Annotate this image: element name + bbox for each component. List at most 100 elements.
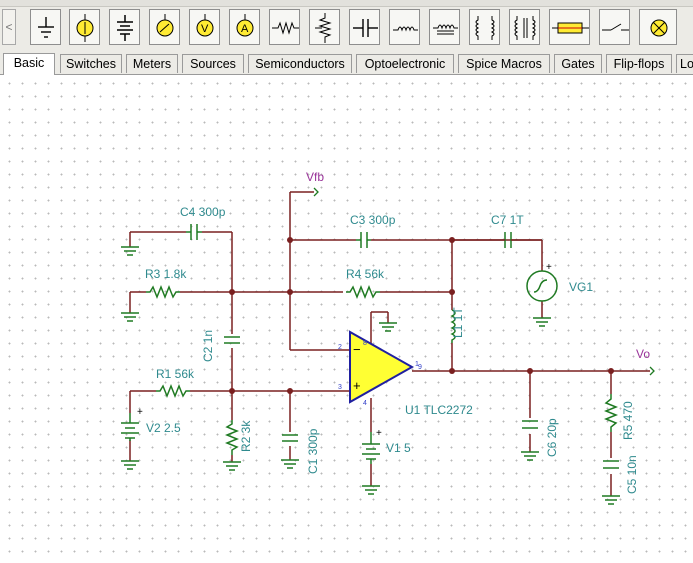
svg-text:+: + (376, 428, 382, 439)
potentiometer-icon (315, 13, 332, 43)
ground-symbol (602, 495, 620, 505)
junction-dots (229, 237, 614, 394)
ground-symbol (281, 459, 299, 469)
signal-generator-vg1[interactable] (526, 270, 558, 302)
svg-text:V: V (201, 23, 209, 35)
capacitor-c1[interactable] (282, 434, 298, 442)
capacitor-c2[interactable] (224, 336, 240, 344)
label-c1: C1 300p (306, 428, 320, 474)
label-r4: R4 56k (346, 267, 385, 281)
battery-v1[interactable] (362, 432, 380, 464)
label-c2: C2 1n (201, 330, 215, 362)
label-r1: R1 56k (156, 367, 195, 381)
toolbar-core-inductor-button[interactable] (429, 9, 460, 45)
toolbar-inductor-button[interactable] (389, 9, 420, 45)
tab-flip-flops[interactable]: Flip-flops (606, 54, 672, 73)
voltmeter-icon (156, 14, 174, 37)
ground-symbol (223, 461, 241, 471)
pin-label: 8 (363, 340, 367, 347)
schematic-drawing: − + + + + 2 3 1 8 4 9 Vfb Vo C4 300p C3 … (121, 170, 655, 505)
label-v2: V2 2.5 (146, 421, 181, 435)
svg-text:+: + (546, 262, 552, 273)
bulb-icon (650, 19, 668, 37)
toolbar-scroll-left-button[interactable]: < (2, 9, 16, 45)
toolbar-resistor-button[interactable] (269, 9, 300, 45)
opamp-u1[interactable]: − + (349, 330, 415, 404)
label-c7: C7 1T (491, 213, 524, 227)
battery-icon (117, 15, 133, 41)
toolbar-ground-button[interactable] (30, 9, 61, 45)
component-tabs: Basic Switches Meters Sources Semiconduc… (0, 52, 693, 75)
label-r2: R2 3k (239, 420, 253, 452)
net-label-vfb: Vfb (306, 170, 324, 184)
resistor-r5[interactable] (603, 394, 619, 432)
toolbar-battery-button[interactable] (109, 9, 140, 45)
resistor-r4[interactable] (346, 284, 380, 300)
resistor-r2[interactable] (224, 420, 240, 455)
toolbar-fuse-button[interactable] (549, 9, 590, 45)
toolbar-voltmeter-button[interactable] (149, 9, 180, 45)
tab-meters[interactable]: Meters (126, 54, 178, 73)
svg-text:+: + (137, 407, 143, 418)
label-c5: C5 10n (625, 455, 639, 494)
toolbar-top-strip (0, 0, 693, 7)
inductor-l1[interactable] (450, 309, 456, 343)
label-c6: C6 20p (545, 418, 559, 457)
ground-symbol (533, 317, 551, 327)
ground-icon (38, 17, 54, 38)
ground-symbol (379, 322, 397, 332)
components (121, 224, 620, 505)
tab-optoelectronic[interactable]: Optoelectronic (356, 54, 454, 73)
toolbar-switch-button[interactable] (599, 9, 630, 45)
capacitor-c3[interactable] (356, 232, 371, 248)
voltmeter-v-icon: V (196, 14, 214, 37)
tab-gates[interactable]: Gates (554, 54, 602, 73)
resistor-icon (272, 21, 299, 35)
toolbar-ammeter-button[interactable]: A (229, 9, 260, 45)
svg-text:A: A (241, 23, 249, 35)
ground-symbol (121, 460, 139, 470)
fuse-icon (552, 22, 589, 34)
label-l1: L1 1T (451, 307, 465, 338)
tab-switches[interactable]: Switches (60, 54, 122, 73)
core-inductor-icon (433, 24, 458, 35)
ground-symbol (362, 485, 380, 495)
switch-icon (602, 23, 629, 31)
label-r3: R3 1.8k (145, 267, 187, 281)
ground-symbol (521, 451, 539, 461)
toolbar-transformer-button[interactable] (469, 9, 500, 45)
iron-transformer-icon (514, 16, 536, 40)
label-vg1: VG1 (569, 280, 593, 294)
lamp-icon (76, 14, 94, 42)
battery-v2[interactable] (121, 413, 139, 441)
toolbar-capacitor-button[interactable] (349, 9, 380, 45)
label-r5: R5 470 (621, 401, 635, 440)
resistor-r1[interactable] (156, 383, 190, 399)
ground-symbol (121, 246, 139, 256)
capacitor-c4[interactable] (186, 224, 202, 240)
transformer-icon (475, 16, 495, 40)
pin-label: 1 (415, 361, 419, 368)
resistor-r3[interactable] (146, 284, 180, 300)
toolbar-voltmeter-v-button[interactable]: V (189, 9, 220, 45)
ammeter-icon: A (236, 14, 254, 37)
tab-spice-macros[interactable]: Spice Macros (458, 54, 550, 73)
tab-sources[interactable]: Sources (182, 54, 244, 73)
tab-semiconductors[interactable]: Semiconductors (248, 54, 352, 73)
svg-text:−: − (353, 342, 361, 357)
pin-label: 3 (338, 384, 342, 391)
capacitor-c6[interactable] (522, 420, 538, 429)
capacitor-c5[interactable] (603, 460, 619, 469)
net-label-vo: Vo (636, 347, 650, 361)
schematic-canvas[interactable]: − + + + + 2 3 1 8 4 9 Vfb Vo C4 300p C3 … (0, 75, 693, 563)
tab-basic[interactable]: Basic (3, 53, 55, 75)
component-toolbar: < V A (0, 0, 693, 52)
pin-label: 4 (363, 400, 367, 407)
toolbar-potentiometer-button[interactable] (309, 9, 340, 45)
pin-label: 2 (338, 344, 342, 351)
toolbar-lamp-button[interactable] (69, 9, 100, 45)
label-c4: C4 300p (180, 205, 226, 219)
toolbar-bulb-button[interactable] (639, 9, 677, 45)
tab-lo[interactable]: Lo (676, 54, 693, 73)
toolbar-iron-transformer-button[interactable] (509, 9, 540, 45)
